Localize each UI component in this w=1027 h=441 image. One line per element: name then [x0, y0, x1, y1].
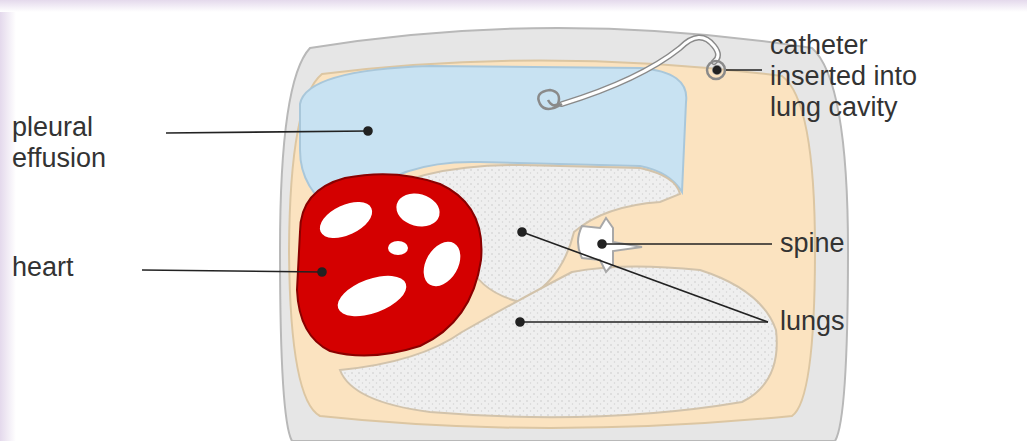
- leader-line: [142, 270, 322, 272]
- part-label: heart: [12, 252, 132, 283]
- heart-chamber: [388, 241, 408, 255]
- leader-dot: [318, 268, 326, 276]
- part-label: spine: [780, 228, 900, 259]
- leader-line: [726, 69, 762, 71]
- leader-line: [520, 321, 768, 323]
- part-label: lungs: [780, 306, 900, 337]
- leader-dot: [516, 318, 524, 326]
- heart-chamber: [393, 189, 444, 231]
- leader-dot: [714, 67, 721, 74]
- part-label: pleural effusion: [12, 112, 152, 174]
- leader-line: [166, 131, 368, 133]
- heart-chamber: [416, 235, 468, 293]
- leader-line: [522, 232, 768, 322]
- leader-dot: [364, 127, 372, 135]
- catheter-coil: [713, 66, 721, 74]
- leader-line: [602, 243, 772, 245]
- leader-dot: [518, 228, 526, 236]
- frame-edge: [0, 0, 16, 441]
- leader-dot: [598, 240, 606, 248]
- catheter-tube: [562, 37, 718, 104]
- chest-cavity: [289, 60, 815, 428]
- catheter-tube: [562, 37, 718, 104]
- frame-edge: [0, 0, 1027, 12]
- heart-chamber: [332, 268, 411, 325]
- catheter-coil: [707, 61, 725, 79]
- body-wall: [280, 28, 848, 441]
- part-label: catheter inserted into lung cavity: [770, 30, 960, 123]
- heart-chamber: [314, 195, 377, 246]
- catheter-pigtail: [538, 90, 562, 109]
- heart-symbol: [297, 174, 481, 355]
